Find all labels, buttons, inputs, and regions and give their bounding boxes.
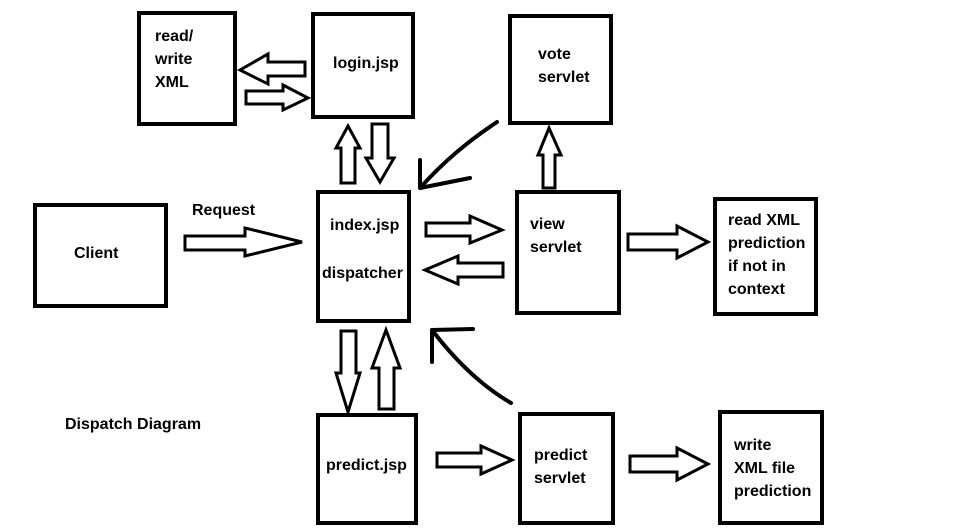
vote-to-index-curve — [418, 120, 499, 190]
vote-servlet-label: vote servlet — [538, 46, 590, 86]
predict-to-index-arrow — [369, 325, 403, 411]
index-to-view-arrow — [424, 213, 506, 246]
predict-servlet-box — [518, 412, 615, 525]
request-label: Request — [192, 202, 256, 219]
predict-servlet-label: predict servlet — [534, 447, 588, 487]
view-to-vote-arrow — [535, 124, 564, 190]
dispatcher-label: dispatcher — [322, 265, 403, 282]
xml-to-login-arrow — [244, 82, 312, 113]
vote-to-index-head — [418, 158, 472, 190]
client-box — [33, 203, 168, 308]
servlet-to-writexml-arrow — [628, 445, 712, 483]
index-jsp-label: index.jsp — [330, 217, 400, 234]
login-jsp-box — [311, 12, 415, 119]
view-to-index-arrow — [421, 253, 505, 287]
client-label: Client — [74, 245, 119, 262]
index-to-predict-arrow — [333, 329, 363, 418]
read-write-xml-box — [137, 11, 237, 126]
view-to-readxml-arrow — [626, 223, 712, 261]
view-servlet-box — [515, 190, 621, 315]
predictjsp-to-servlet-arrow — [435, 443, 516, 477]
write-xml-prediction-label: write XML file prediction — [734, 437, 812, 500]
predict-jsp-box — [316, 413, 418, 525]
index-to-login-arrow — [333, 122, 363, 185]
read-xml-prediction-label: read XML prediction if not in context — [728, 212, 806, 298]
index-jsp-box — [316, 190, 411, 323]
request-arrow — [183, 226, 303, 258]
write-xml-prediction-box — [718, 410, 824, 525]
login-to-xml-arrow — [236, 51, 307, 87]
login-jsp-label: login.jsp — [333, 55, 399, 72]
predict-jsp-label: predict.jsp — [326, 457, 407, 474]
diagram-caption: Dispatch Diagram — [65, 416, 202, 433]
predict-to-index-head — [430, 327, 475, 364]
login-to-index-arrow — [363, 122, 397, 185]
predict-to-index-curve — [430, 328, 513, 405]
view-servlet-label: view servlet — [530, 216, 582, 256]
read-xml-prediction-box — [713, 197, 818, 316]
vote-servlet-box — [508, 14, 613, 125]
read-write-xml-label: read/ write XML — [155, 28, 194, 91]
